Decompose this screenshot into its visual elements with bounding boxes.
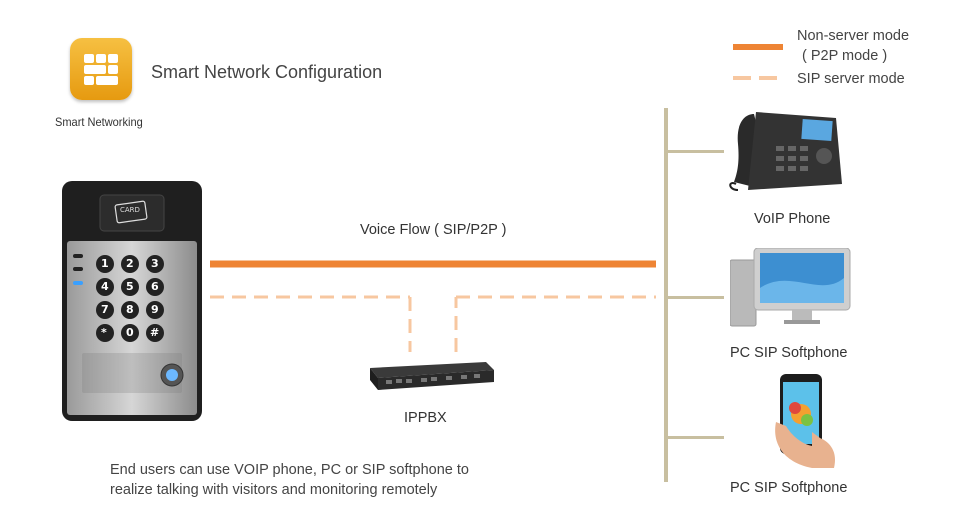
- key-4: 4: [101, 280, 109, 293]
- app-label: Smart Networking: [55, 115, 143, 129]
- desk-phone-icon: [726, 104, 846, 199]
- key-6: 6: [151, 280, 159, 293]
- ippbx-device-icon: [366, 360, 496, 399]
- legend-dashed-line: [733, 76, 785, 80]
- key-star: *: [101, 326, 107, 339]
- key-3: 3: [151, 257, 159, 270]
- bus-branch-pc: [667, 296, 724, 299]
- legend-solid-label-line2: ( P2P mode ): [802, 48, 888, 64]
- device-label-mobile-softphone: PC SIP Softphone: [730, 480, 848, 496]
- key-1: 1: [101, 257, 109, 270]
- bus-branch-phone: [667, 150, 724, 153]
- smartphone-icon: [772, 372, 842, 475]
- key-5: 5: [126, 280, 134, 293]
- desktop-computer-icon: [729, 247, 852, 335]
- door-intercom-device: CARD 1 2 3 4 5 6 7 8 9 * 0 #: [62, 181, 202, 421]
- page-title: Smart Network Configuration: [151, 62, 383, 82]
- key-hash: #: [150, 326, 160, 339]
- description-line-2: realize talking with visitors and monito…: [110, 482, 438, 498]
- key-0: 0: [126, 326, 134, 339]
- legend-solid-line: [733, 44, 783, 50]
- legend-dashed-label: SIP server mode: [797, 71, 905, 87]
- key-2: 2: [126, 257, 134, 270]
- key-8: 8: [126, 303, 134, 316]
- smart-networking-app-icon: [70, 38, 132, 100]
- bus-branch-mobile: [667, 436, 724, 439]
- voice-flow-label: Voice Flow ( SIP/P2P ): [360, 222, 507, 238]
- card-reader-label: CARD: [120, 206, 140, 214]
- device-label-voip-phone: VoIP Phone: [754, 211, 831, 227]
- key-7: 7: [101, 303, 109, 316]
- device-label-pc-softphone: PC SIP Softphone: [730, 345, 848, 361]
- description-line-1: End users can use VOIP phone, PC or SIP …: [110, 462, 469, 478]
- ippbx-label: IPPBX: [404, 410, 447, 426]
- key-9: 9: [151, 303, 159, 316]
- legend-solid-label-line1: Non-server mode: [797, 28, 910, 44]
- network-bus-line: [664, 108, 668, 482]
- description-text: End users can use VOIP phone, PC or SIP …: [110, 460, 469, 500]
